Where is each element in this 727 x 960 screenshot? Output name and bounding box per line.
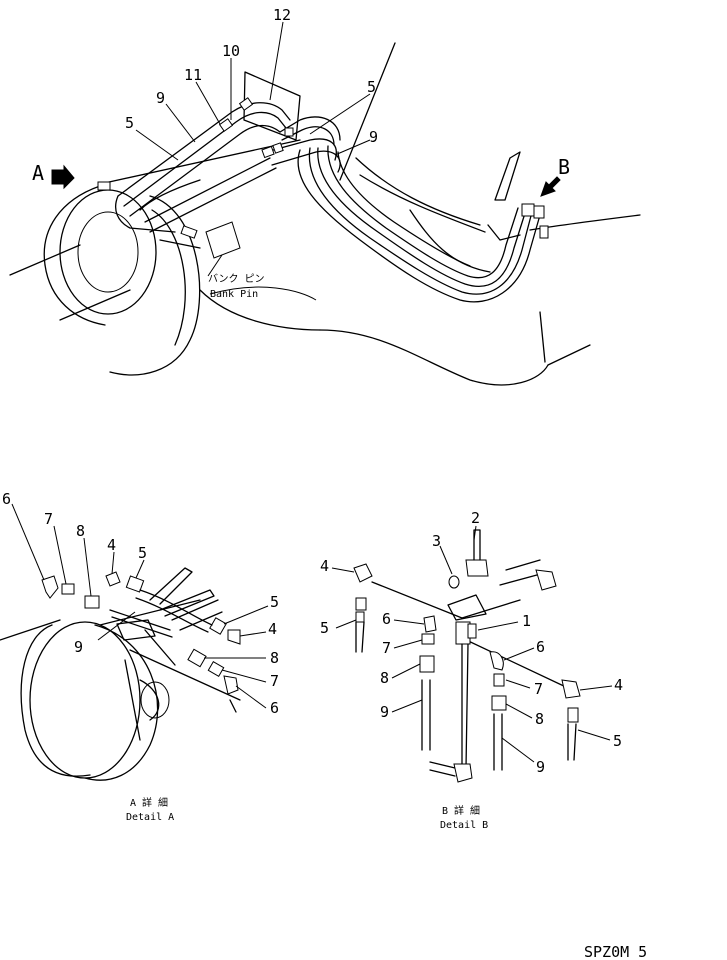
detail-b-callout-8a: 8 <box>380 669 389 687</box>
top-assembly-view: A B 12 10 11 9 5 5 9 バンク ピン Bank Pin <box>9 6 641 386</box>
view-b-label: B <box>558 155 570 179</box>
top-leaders <box>135 21 371 301</box>
detail-b-title-jp: B 詳 細 <box>442 804 480 817</box>
detail-a-callout-7a: 7 <box>44 510 53 528</box>
detail-a-title-en: Detail A <box>126 812 174 823</box>
callout-5b: 5 <box>367 78 376 96</box>
axle-housing <box>9 42 641 386</box>
tee-4b <box>561 679 581 699</box>
bolt-2 <box>465 559 489 577</box>
detail-b-callout-5b: 5 <box>613 732 622 750</box>
view-b-arrow <box>540 176 561 197</box>
detail-a-callout-5a: 5 <box>138 544 147 562</box>
elbow-6b <box>223 675 239 695</box>
pipe-bundle <box>115 102 541 303</box>
tee-4a <box>353 563 373 583</box>
callout-9a: 9 <box>156 89 165 107</box>
detail-b-callout-4b: 4 <box>614 676 623 694</box>
callout-11: 11 <box>184 66 202 84</box>
detail-a-callout-4a: 4 <box>107 536 116 554</box>
detail-a-callout-6b: 6 <box>270 699 279 717</box>
bank-pin-en: Bank Pin <box>210 289 258 300</box>
callout-12: 12 <box>273 6 291 24</box>
tee-4b <box>227 629 241 645</box>
callout-9b: 9 <box>369 128 378 146</box>
detail-b-callout-7b: 7 <box>534 680 543 698</box>
callout-10: 10 <box>222 42 240 60</box>
detail-a-callout-4b: 4 <box>268 620 277 638</box>
nut-8a <box>84 595 100 609</box>
connector-7a <box>421 633 435 645</box>
detail-b-callout-4a: 4 <box>320 557 329 575</box>
elbow-6a <box>423 615 437 633</box>
top-fittings <box>97 97 549 259</box>
detail-b-callout-6b: 6 <box>536 638 545 656</box>
elbow-6b <box>489 651 504 671</box>
nut-8a <box>419 655 435 673</box>
connector-7a <box>61 583 75 595</box>
detail-b-callout-7a: 7 <box>382 639 391 657</box>
detail-b-callout-3: 3 <box>432 532 441 550</box>
detail-b-callout-9a: 9 <box>380 703 389 721</box>
tee-4a <box>105 571 121 587</box>
view-a-arrow <box>51 164 75 190</box>
bank-pin-jp: バンク ピン <box>208 273 265 285</box>
detail-b-title-en: Detail B <box>440 820 488 831</box>
nut-8b <box>491 695 507 711</box>
detail-b-callout-8b: 8 <box>535 710 544 728</box>
detail-b-callout-2: 2 <box>471 509 480 527</box>
detail-a-callout-8a: 8 <box>76 522 85 540</box>
detail-a-callout-5b: 5 <box>270 593 279 611</box>
detail-a-callout-7b: 7 <box>270 672 279 690</box>
detail-b-callout-9b: 9 <box>536 758 545 776</box>
connector-7b <box>493 673 505 687</box>
detail-a-callout-6a: 6 <box>2 490 11 508</box>
washer-3 <box>448 575 460 589</box>
detail-a-view: 6 7 8 4 5 5 4 9 8 7 6 A 詳 細 Detail A <box>0 490 279 823</box>
detail-a-callout-9: 9 <box>74 638 83 656</box>
drawing-code: SPZ0M 5 <box>584 943 647 960</box>
detail-a-title-jp: A 詳 細 <box>130 796 168 809</box>
detail-b-view: 2 3 4 1 5 6 6 7 8 7 4 9 8 5 9 B 詳 細 Deta… <box>320 509 623 831</box>
detail-a-callout-8b: 8 <box>270 649 279 667</box>
detail-b-callout-5a: 5 <box>320 619 329 637</box>
detail-b-callout-1: 1 <box>522 612 531 630</box>
view-a-label: A <box>32 161 44 185</box>
elbow-6a <box>41 575 59 599</box>
callout-5a: 5 <box>125 114 134 132</box>
detail-b-callout-6a: 6 <box>382 610 391 628</box>
